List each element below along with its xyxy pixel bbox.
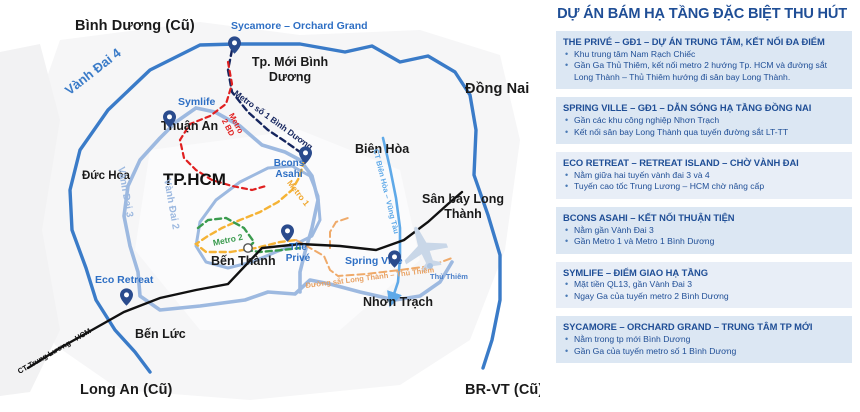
- project-card-sycamore[interactable]: SYCAMORE – ORCHARD GRAND – TRUNG TÂM TP …: [556, 316, 852, 364]
- card-title: SYMLIFE – ĐIỂM GIAO HẠ TẦNG: [563, 266, 709, 278]
- ring-road-2: [194, 164, 322, 270]
- landmass-shadow-left: [0, 44, 60, 396]
- bullet-item: Tuyến cao tốc Trung Lương – HCM chờ nâng…: [563, 180, 845, 193]
- bullet-item: Ngay Ga của tuyến metro 2 Bình Dương: [563, 290, 845, 303]
- project-card-list: THE PRIVÉ – GĐ1 – DỰ ÁN TRUNG TÂM, KẾT N…: [556, 31, 852, 371]
- map-pane: Bình Dương (Cũ) Đồng Nai Long An (Cũ) BR…: [0, 18, 540, 398]
- ring-road-3: [122, 106, 454, 312]
- map-pin-sycamore[interactable]: [228, 36, 241, 54]
- card-title: SPRING VILLE – GĐ1 – DẪN SÓNG HẠ TẦNG ĐỒ…: [563, 102, 812, 114]
- panel-title: DỰ ÁN BÁM HẠ TẦNG ĐẶC BIỆT THU HÚT: [557, 6, 847, 22]
- bullet-item: Kết nối sân bay Long Thành qua tuyến đườ…: [563, 126, 845, 139]
- landmass-inner: [135, 130, 420, 330]
- ct-bien-hoa-vung-tau: [381, 136, 402, 308]
- bullet-item: Nằm gần Vành Đai 3: [563, 224, 845, 237]
- bullet-item: Nằm giữa hai tuyến vành đai 3 và 4: [563, 169, 845, 182]
- metro-1-binh-duong-line: [226, 48, 308, 168]
- bullet-item: Gần các khu công nghiệp Nhơn Trạch: [563, 114, 845, 127]
- project-card-eco-retreat[interactable]: ECO RETREAT – RETREAT ISLAND – CHỜ VÀNH …: [556, 152, 852, 199]
- bullet-item: Mặt tiền QL13, gần Vành Đai 3: [563, 278, 845, 291]
- map-pin-symlife[interactable]: [163, 110, 176, 128]
- bullet-item: Gần Ga của tuyến metro số 1 Bình Dương: [563, 345, 845, 358]
- card-title: ECO RETREAT – RETREAT ISLAND – CHỜ VÀNH …: [563, 157, 799, 169]
- card-bullets: Mặt tiền QL13, gần Vành Đai 3 Ngay Ga củ…: [563, 278, 845, 303]
- project-card-spring-ville[interactable]: SPRING VILLE – GĐ1 – DẪN SÓNG HẠ TẦNG ĐỒ…: [556, 97, 852, 145]
- card-title: THE PRIVÉ – GĐ1 – DỰ ÁN TRUNG TÂM, KẾT N…: [563, 36, 825, 47]
- bullet-item: Gần Ga Thủ Thiêm, kết nối metro 2 hướng …: [563, 59, 845, 83]
- project-highlights-panel: DỰ ÁN BÁM HẠ TẦNG ĐẶC BIỆT THU HÚT THE P…: [540, 0, 860, 412]
- long-thanh-rail-branch: [329, 217, 349, 249]
- bullet-item: Nằm trong tp mới Bình Dương: [563, 333, 845, 346]
- ben-thanh-station-node: [243, 243, 253, 253]
- project-card-bcons-asahi[interactable]: BCONS ASAHI – KẾT NỐI THUẬN TIỆN Nằm gần…: [556, 206, 852, 254]
- project-card-symlife[interactable]: SYMLIFE – ĐIỂM GIAO HẠ TẦNG Mặt tiền QL1…: [556, 261, 852, 309]
- main-highway: [26, 190, 464, 370]
- card-bullets: Nằm giữa hai tuyến vành đai 3 và 4 Tuyến…: [563, 169, 845, 193]
- map-pin-eco-retreat[interactable]: [120, 288, 133, 306]
- bullet-item: Gần Metro 1 và Metro 1 Bình Dương: [563, 235, 845, 248]
- card-bullets: Gần các khu công nghiệp Nhơn Trạch Kết n…: [563, 114, 845, 139]
- card-title: SYCAMORE – ORCHARD GRAND – TRUNG TÂM TP …: [563, 321, 813, 333]
- thu-thiem-node: [427, 263, 433, 269]
- card-bullets: Khu trung tâm Nam Rạch Chiếc Gần Ga Thủ …: [563, 48, 845, 84]
- ring-road-4: [68, 42, 502, 374]
- card-bullets: Nằm gần Vành Đai 3 Gần Metro 1 và Metro …: [563, 224, 845, 248]
- metro-2-line: [196, 216, 302, 254]
- bullet-item: Khu trung tâm Nam Rạch Chiếc: [563, 48, 845, 61]
- metro-2-binh-duong-line: [178, 60, 268, 192]
- card-title: BCONS ASAHI – KẾT NỐI THUẬN TIỆN: [563, 211, 735, 223]
- project-card-the-prive[interactable]: THE PRIVÉ – GĐ1 – DỰ ÁN TRUNG TÂM, KẾT N…: [556, 31, 852, 90]
- long-thanh-thu-thiem-rail: [295, 239, 453, 278]
- card-bullets: Nằm trong tp mới Bình Dương Gần Ga của t…: [563, 333, 845, 358]
- map-pin-bcons-asahi[interactable]: [299, 146, 312, 164]
- map-graphics: [0, 42, 502, 396]
- map-pin-the-prive[interactable]: [281, 224, 294, 242]
- airplane-icon: [404, 226, 449, 273]
- map-pin-spring-ville[interactable]: [388, 250, 401, 268]
